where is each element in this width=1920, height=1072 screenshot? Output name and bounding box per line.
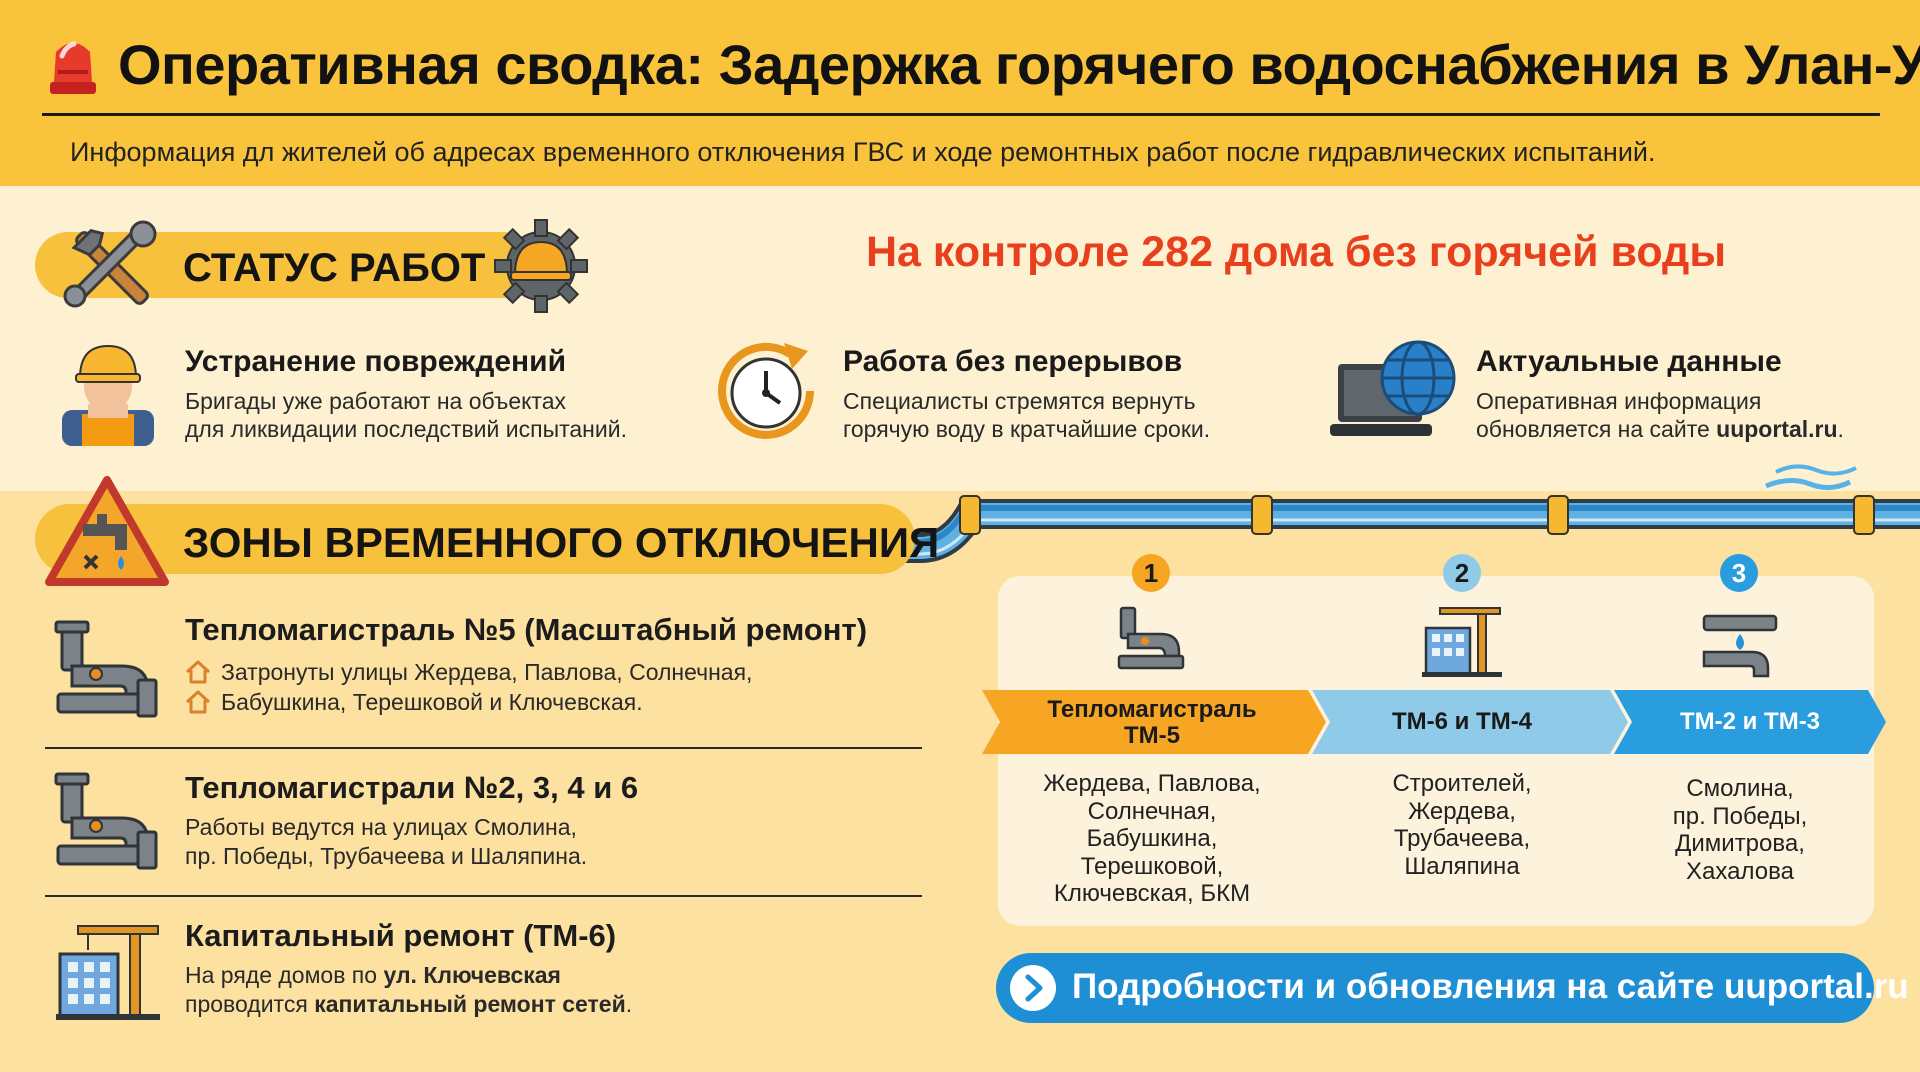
feature-title: Актуальные данные: [1476, 345, 1782, 378]
pipe-icon: [54, 772, 158, 870]
house-icon: [185, 690, 211, 714]
zones-banner: ЗОНЫ ВРЕМЕННОГО ОТКЛЮЧЕНИЯ: [35, 476, 939, 586]
zone-divider: [45, 747, 922, 749]
feature-text: Специалисты стремятся вернуть: [843, 388, 1196, 414]
alarm-siren-icon: [50, 41, 96, 94]
zone-text: проводится капитальный ремонт сетей.: [185, 991, 633, 1017]
pipe-leak-icon: [1702, 614, 1778, 678]
tools-icon: [63, 220, 157, 308]
pipe-icon: [1117, 606, 1185, 670]
laptop-globe-icon: [1330, 340, 1456, 436]
page-subtitle: Информация дл жителей об адресах временн…: [70, 137, 1656, 167]
stage-streets: Смолина,пр. Победы,Димитрова,Хахалова: [1672, 775, 1808, 885]
zone-title: Капитальный ремонт (ТМ-6): [185, 918, 617, 953]
details-link-button[interactable]: Подробности и обновления на сайте uuport…: [996, 953, 1909, 1023]
stage-streets: Строителей,Жердева,Трубачеева,Шаляпина: [1392, 770, 1532, 880]
zone-text: Работы ведутся на улицах Смолина,: [185, 814, 577, 840]
zone-title: Тепломагистрали №2, 3, 4 и 6: [185, 770, 639, 805]
status-banner: СТАТУС РАБОТ: [35, 219, 588, 313]
zone-text: Бабушкина, Терешковой и Ключевская.: [221, 689, 643, 715]
zone-text: пр. Победы, Трубачеева и Шаляпина.: [185, 843, 588, 869]
house-icon: [185, 660, 211, 684]
feature-text: Оперативная информация: [1476, 388, 1762, 414]
feature-text: горячую воду в кратчайшие сроки.: [843, 416, 1211, 442]
chevron-right-icon: [1010, 965, 1056, 1011]
stage-number-badge: 1: [1132, 554, 1170, 592]
details-link-label: Подробности и обновления на сайте uuport…: [1072, 967, 1909, 1006]
status-section-title: СТАТУС РАБОТ: [183, 246, 486, 290]
stage-label: ТМ-6 и ТМ-4: [1391, 708, 1533, 735]
pipeline-illustration: [880, 464, 1920, 563]
header-band: Оперативная сводка: Задержка горячего во…: [0, 0, 1920, 186]
feature-text: Бригады уже работают на объектах: [185, 388, 566, 414]
zones-section-title: ЗОНЫ ВРЕМЕННОГО ОТКЛЮЧЕНИЯ: [183, 519, 940, 566]
stage-number-badge: 2: [1443, 554, 1481, 592]
stage-label: ТМ-2 и ТМ-3: [1679, 708, 1821, 735]
feature-text: обновляется на сайте uuportal.ru.: [1476, 416, 1844, 442]
feature-title: Работа без перерывов: [843, 345, 1183, 378]
uuportal-link[interactable]: uuportal.ru: [1716, 416, 1838, 442]
page-title: Оперативная сводка: Задержка горячего во…: [118, 33, 1920, 96]
houses-under-control-headline: На контроле 282 дома без горячей воды: [866, 228, 1727, 276]
feature-text: для ликвидации последствий испытаний.: [185, 416, 627, 442]
zone-title: Тепломагистраль №5 (Масштабный ремонт): [185, 612, 868, 647]
pipe-icon: [54, 620, 158, 718]
zone-divider: [45, 895, 922, 897]
clock-icon: [718, 342, 814, 439]
stage-number-badge: 3: [1720, 554, 1758, 592]
building-crane-icon: [1422, 607, 1502, 677]
worker-icon: [62, 344, 154, 446]
stage-streets: Жердева, Павлова,Солнечная,Бабушкина,Тер…: [1043, 770, 1261, 907]
stages-arrow-bar: [982, 690, 1886, 754]
title-divider: [42, 113, 1880, 116]
gear-helmet-icon: [494, 219, 588, 313]
zone-text: На ряде домов по ул. Ключевская: [185, 962, 561, 988]
zone-text: Затронуты улицы Жердева, Павлова, Солнеч…: [221, 659, 753, 685]
warning-tap-icon: [45, 476, 169, 586]
building-crane-icon: [56, 925, 160, 1020]
feature-title: Устранение повреждений: [185, 345, 567, 378]
